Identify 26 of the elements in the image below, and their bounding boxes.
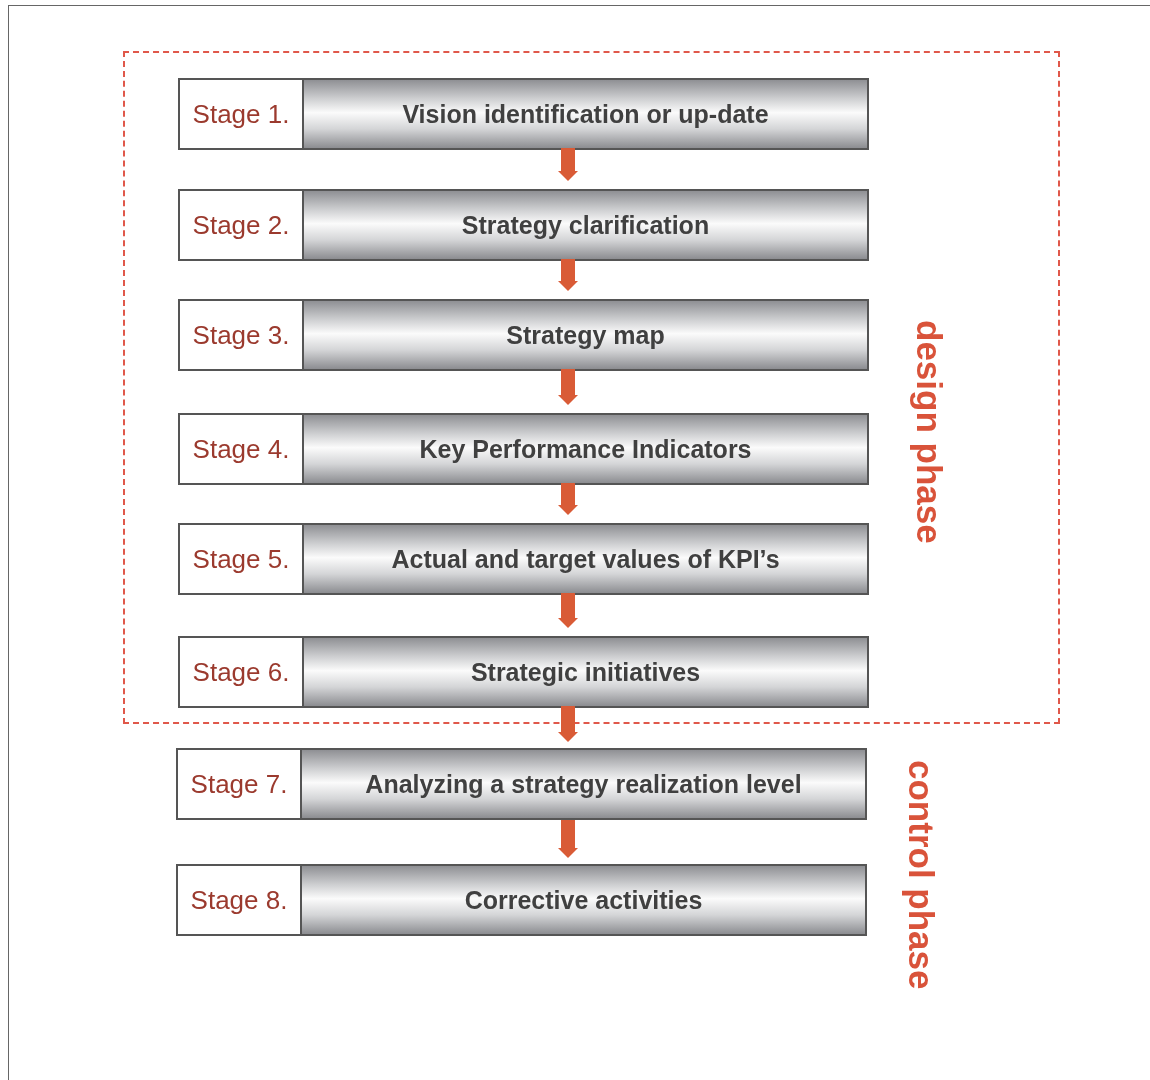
stage-title: Key Performance Indicators — [304, 415, 867, 483]
arrow — [558, 369, 578, 405]
stage-box — [178, 78, 869, 150]
stage-box — [176, 864, 867, 936]
stage-box — [178, 189, 869, 261]
arrow — [558, 259, 578, 291]
arrow — [558, 593, 578, 628]
stage-box — [178, 636, 869, 708]
stage-box — [178, 299, 869, 371]
stage-title: Strategic initiatives — [304, 638, 867, 706]
stage-title: Corrective activities — [302, 866, 865, 934]
phase-label: design phase — [912, 320, 947, 544]
phase-label: control phase — [904, 760, 939, 990]
stage-box — [178, 523, 869, 595]
stage-title: Analyzing a strategy realization level — [302, 750, 865, 818]
arrow — [558, 483, 578, 515]
phase-region — [123, 51, 1060, 724]
stage-title: Strategy clarification — [304, 191, 867, 259]
stage-box — [178, 413, 869, 485]
stage-box — [176, 748, 867, 820]
arrow — [558, 706, 578, 742]
arrow — [558, 820, 578, 858]
stage-title: Actual and target values of KPI’s — [304, 525, 867, 593]
stage-title: Strategy map — [304, 301, 867, 369]
stage-title: Vision identification or up-date — [304, 80, 867, 148]
arrow — [558, 148, 578, 181]
